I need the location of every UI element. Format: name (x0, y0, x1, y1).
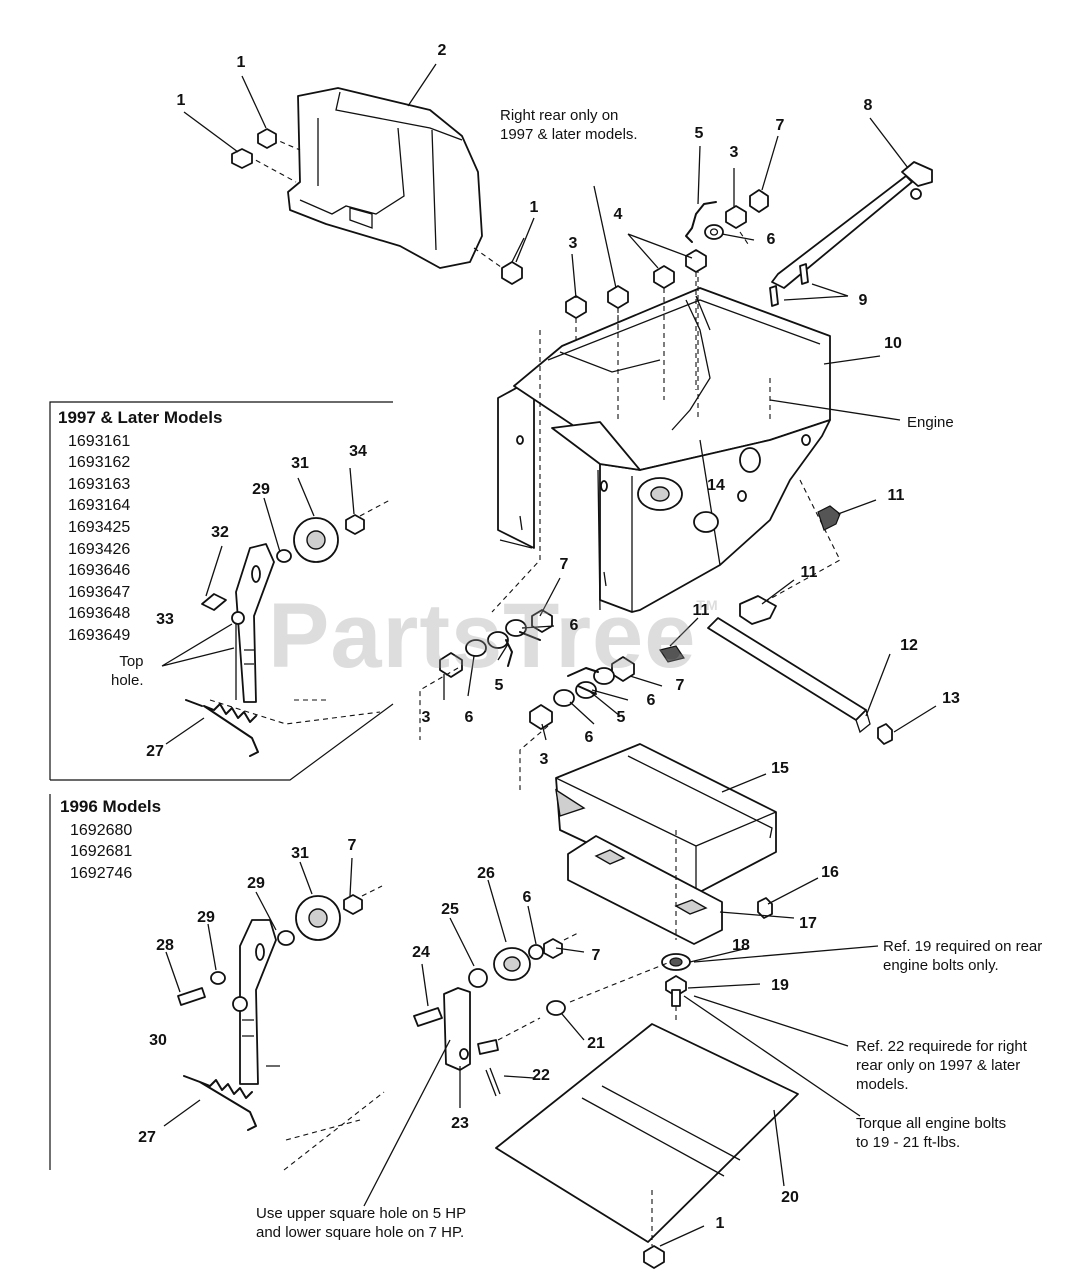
callout-label: 7 (675, 677, 685, 694)
callout-label: 29 (197, 909, 215, 926)
model-number: 1692681 (70, 843, 133, 861)
callout-label: 33 (156, 611, 174, 628)
callout-leaders (163, 63, 937, 1247)
callout-label: 6 (584, 729, 594, 746)
callout-label: 3 (421, 709, 431, 726)
model-number: 1693425 (68, 518, 131, 536)
callout-label: 29 (247, 875, 265, 892)
model-number: 1693162 (68, 454, 131, 472)
note-ref-22: Ref. 22 requirede for right rear only on… (856, 1038, 1027, 1093)
hex-bolts-top (231, 128, 525, 285)
main-frame (491, 268, 841, 613)
callout-label: 28 (156, 937, 174, 954)
callout-label: 1 (236, 54, 246, 71)
callout-label: 29 (252, 481, 270, 498)
callout-label: 1 (176, 92, 186, 109)
callout-label: 7 (559, 556, 569, 573)
model-number: 1693164 (68, 497, 131, 515)
callout-label: 16 (821, 864, 839, 881)
model-number: 1692680 (70, 821, 133, 839)
callout-label: 31 (291, 845, 309, 862)
idler-assembly-lower (413, 931, 671, 1097)
callout-label: 3 (729, 144, 739, 161)
callout-label: 11 (887, 487, 905, 504)
callout-label: 3 (568, 235, 578, 252)
model-number: 1693646 (68, 562, 131, 580)
callout-label: 20 (781, 1189, 799, 1206)
model-number: 1692746 (70, 864, 133, 882)
callout-label: 30 (149, 1032, 167, 1049)
callout-label: 34 (349, 443, 367, 460)
callout-label: 1 (529, 199, 539, 216)
callout-label: 9 (858, 292, 868, 309)
models-box-1997-later: 1997 & Later Models 1693161 1693162 1693… (58, 407, 222, 647)
callout-label: 10 (884, 335, 902, 352)
callout-label: 8 (863, 97, 873, 114)
callout-label: 31 (291, 455, 309, 472)
note-right-rear: Right rear only on 1997 & later models. (500, 107, 638, 143)
callout-label: 19 (771, 977, 789, 994)
callout-label: 5 (616, 709, 626, 726)
callout-label: 7 (775, 117, 785, 134)
callout-label: 11 (692, 602, 710, 619)
callout-label: 15 (771, 760, 789, 777)
engine-mount-plates (555, 743, 777, 1020)
callout-label: 6 (569, 617, 579, 634)
callout-label: 27 (138, 1129, 156, 1146)
callout-label: 26 (477, 865, 495, 882)
callout-label: 32 (211, 524, 229, 541)
models-box-title: 1997 & Later Models (58, 408, 223, 427)
callout-label: 5 (494, 677, 504, 694)
note-torque: Torque all engine bolts to 19 - 21 ft-lb… (856, 1115, 1007, 1151)
callout-label: 21 (587, 1035, 605, 1052)
callout-label: 24 (412, 944, 430, 961)
callout-label: 2 (437, 42, 447, 59)
callout-label: 11 (800, 564, 818, 581)
model-number: 1693648 (68, 605, 131, 623)
callout-label: 6 (646, 692, 656, 709)
callout-label: 7 (347, 837, 357, 854)
models-box-1996: 1996 Models 1692680 1692681 1692746 (60, 796, 161, 884)
callout-label: 5 (694, 125, 704, 142)
model-number: 1693649 (68, 626, 131, 644)
nuts-washers-top (565, 189, 769, 400)
callout-label: 6 (766, 231, 776, 248)
callout-label: 3 (539, 751, 549, 768)
model-number: 1693161 (68, 432, 131, 450)
callout-label: 22 (532, 1067, 550, 1084)
callout-label: 27 (146, 743, 164, 760)
watermark: PartsTreeTM (268, 585, 719, 687)
label-engine: Engine (907, 414, 954, 431)
callout-label: 4 (613, 206, 623, 223)
callout-label: 23 (451, 1115, 469, 1132)
callout-label: 12 (900, 637, 918, 654)
base-plate (495, 1023, 799, 1269)
control-rod (769, 161, 933, 307)
model-number: 1693426 (68, 540, 131, 558)
callout-label: 6 (522, 889, 532, 906)
models-box-title: 1996 Models (60, 797, 162, 816)
callout-label: 18 (732, 937, 750, 954)
callout-label: 1 (715, 1215, 725, 1232)
frame-clips-and-brace (659, 505, 893, 745)
model-number: 1693163 (68, 475, 131, 493)
callout-label: 25 (441, 901, 459, 918)
callout-label: 7 (591, 947, 601, 964)
note-square-hole: Use upper square hole on 5 HP and lower … (256, 1205, 467, 1241)
callout-label: 17 (799, 915, 817, 932)
note-top-hole: Top hole. (111, 653, 144, 689)
note-ref-19: Ref. 19 required on rear engine bolts on… (883, 938, 1043, 974)
callout-label: 13 (942, 690, 960, 707)
engine-cover-shroud (247, 87, 509, 273)
callout-label: 14 (707, 477, 725, 494)
callout-label: 6 (464, 709, 474, 726)
model-number: 1693647 (68, 583, 131, 601)
